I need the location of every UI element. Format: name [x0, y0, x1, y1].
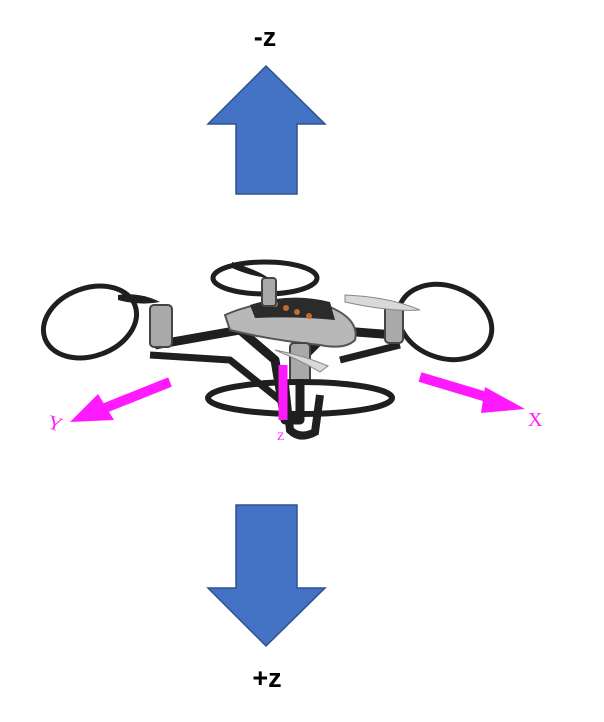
x-axis-arrow — [418, 372, 525, 413]
drone-image — [40, 259, 495, 440]
x-axis-label: X — [528, 409, 543, 431]
arrow-down-icon — [206, 504, 327, 648]
plus-z-label: +z — [252, 663, 282, 693]
arrow-up-icon — [206, 64, 327, 195]
z-axis-label: Z — [277, 429, 284, 443]
y-axis-label: Y — [45, 411, 66, 436]
y-axis-arrow — [70, 377, 172, 422]
minus-z-label: -z — [253, 22, 277, 52]
